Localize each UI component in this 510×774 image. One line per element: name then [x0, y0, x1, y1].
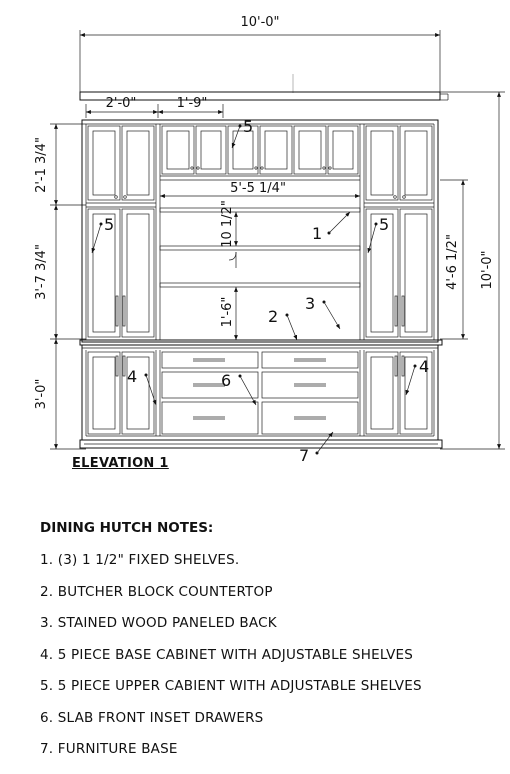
note-item: 3. STAINED WOOD PANELED BACK	[40, 615, 277, 631]
upper-right-doors	[365, 125, 433, 201]
fixed-shelves	[159, 207, 361, 288]
overall-height-label: 10'-0"	[480, 250, 495, 289]
right-height-dimensions: 10'-0" 4'-6 1/2"	[440, 91, 505, 450]
callout-6: 6	[221, 371, 231, 390]
overall-width-label: 10'-0"	[240, 15, 279, 30]
notes-section: DINING HUTCH NOTES: 1. (3) 1 1/2" FIXED …	[40, 520, 500, 772]
callout-7: 7	[299, 446, 309, 465]
base-left-doors	[87, 351, 155, 435]
shelf-spacing-dimensions: 10 1/2" 1'-6"	[220, 200, 238, 340]
shelf-spacing-label: 10 1/2"	[220, 200, 235, 248]
drawer-bank	[161, 351, 359, 435]
upper-cabinet	[81, 119, 439, 343]
upper-side-width-label: 2'-0"	[106, 96, 137, 111]
upper-height-label: 2'-1 3/4"	[34, 137, 49, 193]
callout-3: 3	[305, 294, 315, 313]
upper-left-doors	[87, 125, 155, 201]
overall-width-dimension: 10'-0"	[79, 15, 441, 92]
elevation-drawing: 10'-0" 2'-0" 1'-9" 2'-1 3/4" 3'-7 3/4" 3…	[34, 15, 505, 465]
base-height-label: 3'-0"	[34, 379, 49, 410]
callout-1: 1	[312, 224, 322, 243]
upper-door-width-label: 1'-9"	[177, 96, 208, 111]
mid-height-label: 3'-7 3/4"	[34, 244, 49, 300]
callouts: 5 5 5 1 3 2 4 4 6 7	[91, 117, 429, 465]
upper-width-dimensions: 2'-0" 1'-9"	[85, 96, 224, 118]
hutch-height-label: 4'-6 1/2"	[445, 234, 460, 290]
note-item: 2. BUTCHER BLOCK COUNTERTOP	[40, 583, 273, 600]
note-item: 6. SLAB FRONT INSET DRAWERS	[40, 709, 264, 726]
notes-heading: DINING HUTCH NOTES:	[40, 520, 214, 536]
note-item: 4. 5 PIECE BASE CABINET WITH ADJUSTABLE …	[40, 646, 414, 663]
callout-4-right: 4	[419, 357, 429, 376]
countertop	[79, 339, 443, 349]
mid-right-doors	[365, 208, 433, 338]
callout-4-left: 4	[127, 367, 137, 386]
counter-to-shelf-label: 1'-6"	[220, 297, 235, 328]
callout-5-upper: 5	[243, 117, 253, 136]
note-item: 5. 5 PIECE UPPER CABIENT WITH ADJUSTABLE…	[40, 678, 422, 694]
left-height-dimensions: 2'-1 3/4" 3'-7 3/4" 3'-0"	[34, 123, 86, 450]
note-item: 7. FURNITURE BASE	[40, 741, 178, 757]
mid-left-doors	[87, 208, 155, 338]
callout-5-right: 5	[379, 215, 389, 234]
opening-width-label: 5'-5 1/4"	[230, 181, 286, 196]
elevation-title: ELEVATION 1	[72, 456, 169, 471]
note-item: 1. (3) 1 1/2" FIXED SHELVES.	[40, 552, 240, 568]
crown-molding	[79, 74, 449, 101]
base-right-doors	[365, 351, 433, 435]
base-cabinet	[81, 344, 439, 441]
opening-width-dimension: 5'-5 1/4"	[160, 181, 360, 198]
furniture-base	[79, 439, 443, 449]
callout-5-left: 5	[104, 215, 114, 234]
upper-center-doors	[161, 125, 359, 175]
callout-2: 2	[268, 307, 278, 326]
